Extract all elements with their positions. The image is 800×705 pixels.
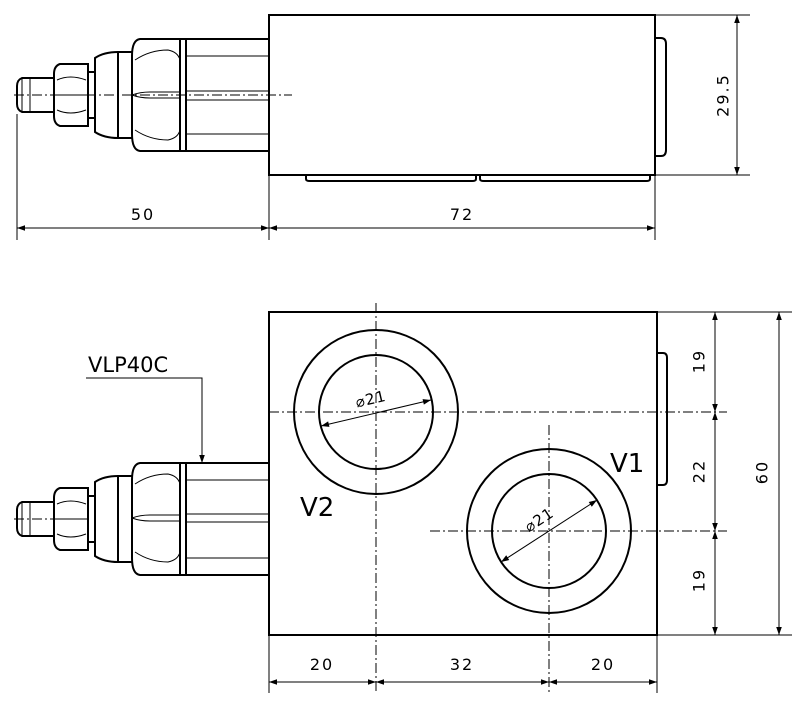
port-v1-diameter-line (500, 499, 598, 563)
side-view-pad-right (479, 175, 651, 182)
port-v2-diameter-line (320, 399, 432, 427)
side-view-end-cap (655, 37, 667, 157)
front-dim-right-text: 20 (591, 655, 615, 674)
front-dim-middle-text: 22 (690, 459, 709, 483)
front-dim-bottom-text: 19 (690, 568, 709, 592)
front-dim-left-text: 20 (310, 655, 334, 674)
front-view-end-cap (657, 352, 668, 486)
port-v2-diameter-text: ⌀21 (354, 387, 388, 412)
side-dim-body-text: 72 (450, 205, 474, 224)
front-dim-center-text: 32 (450, 655, 474, 674)
model-label-leader (86, 377, 205, 463)
side-view-body (268, 14, 656, 176)
port-v2-diameter-value: 21 (363, 387, 388, 409)
side-dim-adjuster-text: 50 (131, 205, 155, 224)
front-view-adjuster (16, 462, 269, 576)
model-label: VLP40C (88, 353, 168, 377)
side-dim-height-text: 29.5 (714, 73, 733, 117)
port-v1-label: V1 (610, 449, 644, 479)
side-view: 50 72 29.5 (14, 14, 750, 240)
front-dim-total-text: 60 (753, 460, 772, 484)
front-view: VLP40C ⌀21 V2 ⌀21 V1 19 22 (14, 303, 792, 693)
front-view-body (268, 311, 658, 636)
diameter-symbol: ⌀ (354, 392, 368, 412)
front-dim-top-text: 19 (690, 349, 709, 373)
side-view-pad-left (305, 175, 477, 182)
port-v2-label: V2 (300, 493, 334, 523)
